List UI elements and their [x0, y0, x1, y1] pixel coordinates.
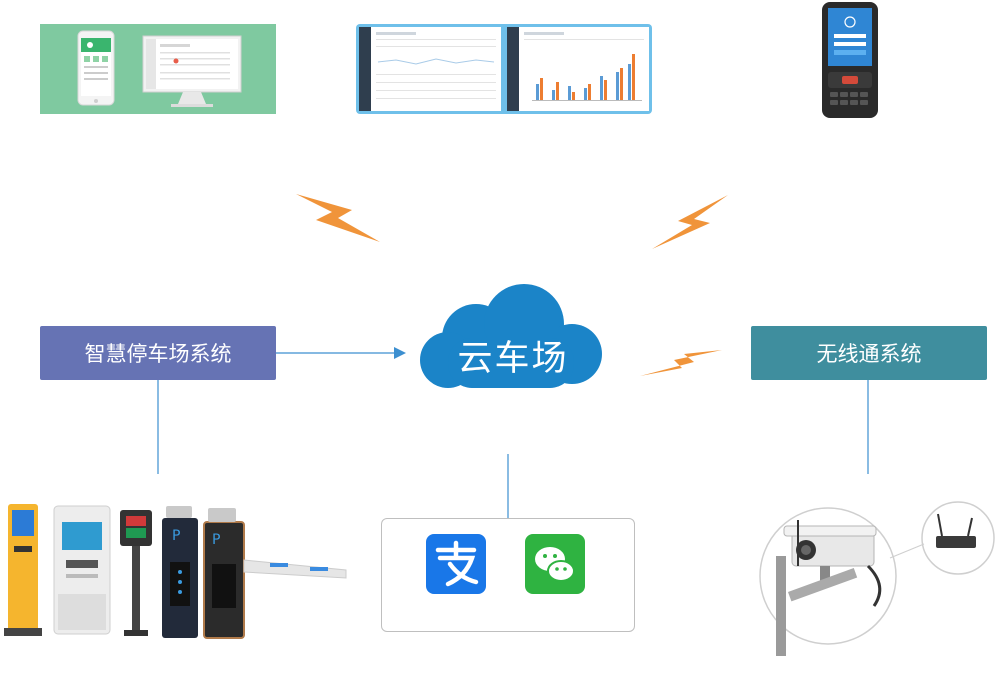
camera-pole-icon	[120, 510, 152, 636]
wireless-camera-illustration	[759, 501, 995, 656]
phone-monitor-illustration	[77, 30, 242, 107]
cloud-label: 云车场	[457, 339, 569, 379]
left-system-box: 智慧停车场系统	[40, 326, 276, 380]
camera-icon	[776, 520, 882, 656]
wechat-icon	[525, 534, 585, 594]
svg-text:P: P	[212, 532, 220, 548]
right-system-label: 无线通系统	[816, 342, 922, 366]
cloud-icon	[420, 284, 602, 388]
left-system-label: 智慧停车场系统	[84, 342, 232, 366]
smartphone-icon	[77, 30, 115, 106]
kiosk-icon	[4, 504, 42, 636]
parking-devices-illustration: P P	[4, 504, 347, 639]
payment-machine-icon	[53, 505, 111, 635]
dashboard-illustration	[359, 27, 649, 111]
router-icon	[936, 513, 976, 548]
right-system-box: 无线通系统	[751, 326, 987, 380]
alipay-icon	[426, 534, 486, 594]
dashboard-screens-panel	[356, 24, 652, 114]
lightning-icon-right	[652, 195, 728, 249]
barrier-gate-icon: P	[203, 508, 347, 639]
payment-methods-box	[381, 518, 635, 632]
bar-chart-thumbnail	[532, 54, 642, 101]
lightning-icon-left	[296, 194, 380, 242]
app-screens-panel	[40, 24, 276, 114]
lightning-icon-middle	[640, 350, 722, 376]
monitor-icon	[142, 35, 242, 107]
arrow-head-icon	[394, 347, 406, 359]
handheld-terminal-icon	[822, 2, 878, 118]
barrier-column-icon: P	[162, 506, 198, 638]
svg-text:P: P	[172, 528, 180, 544]
